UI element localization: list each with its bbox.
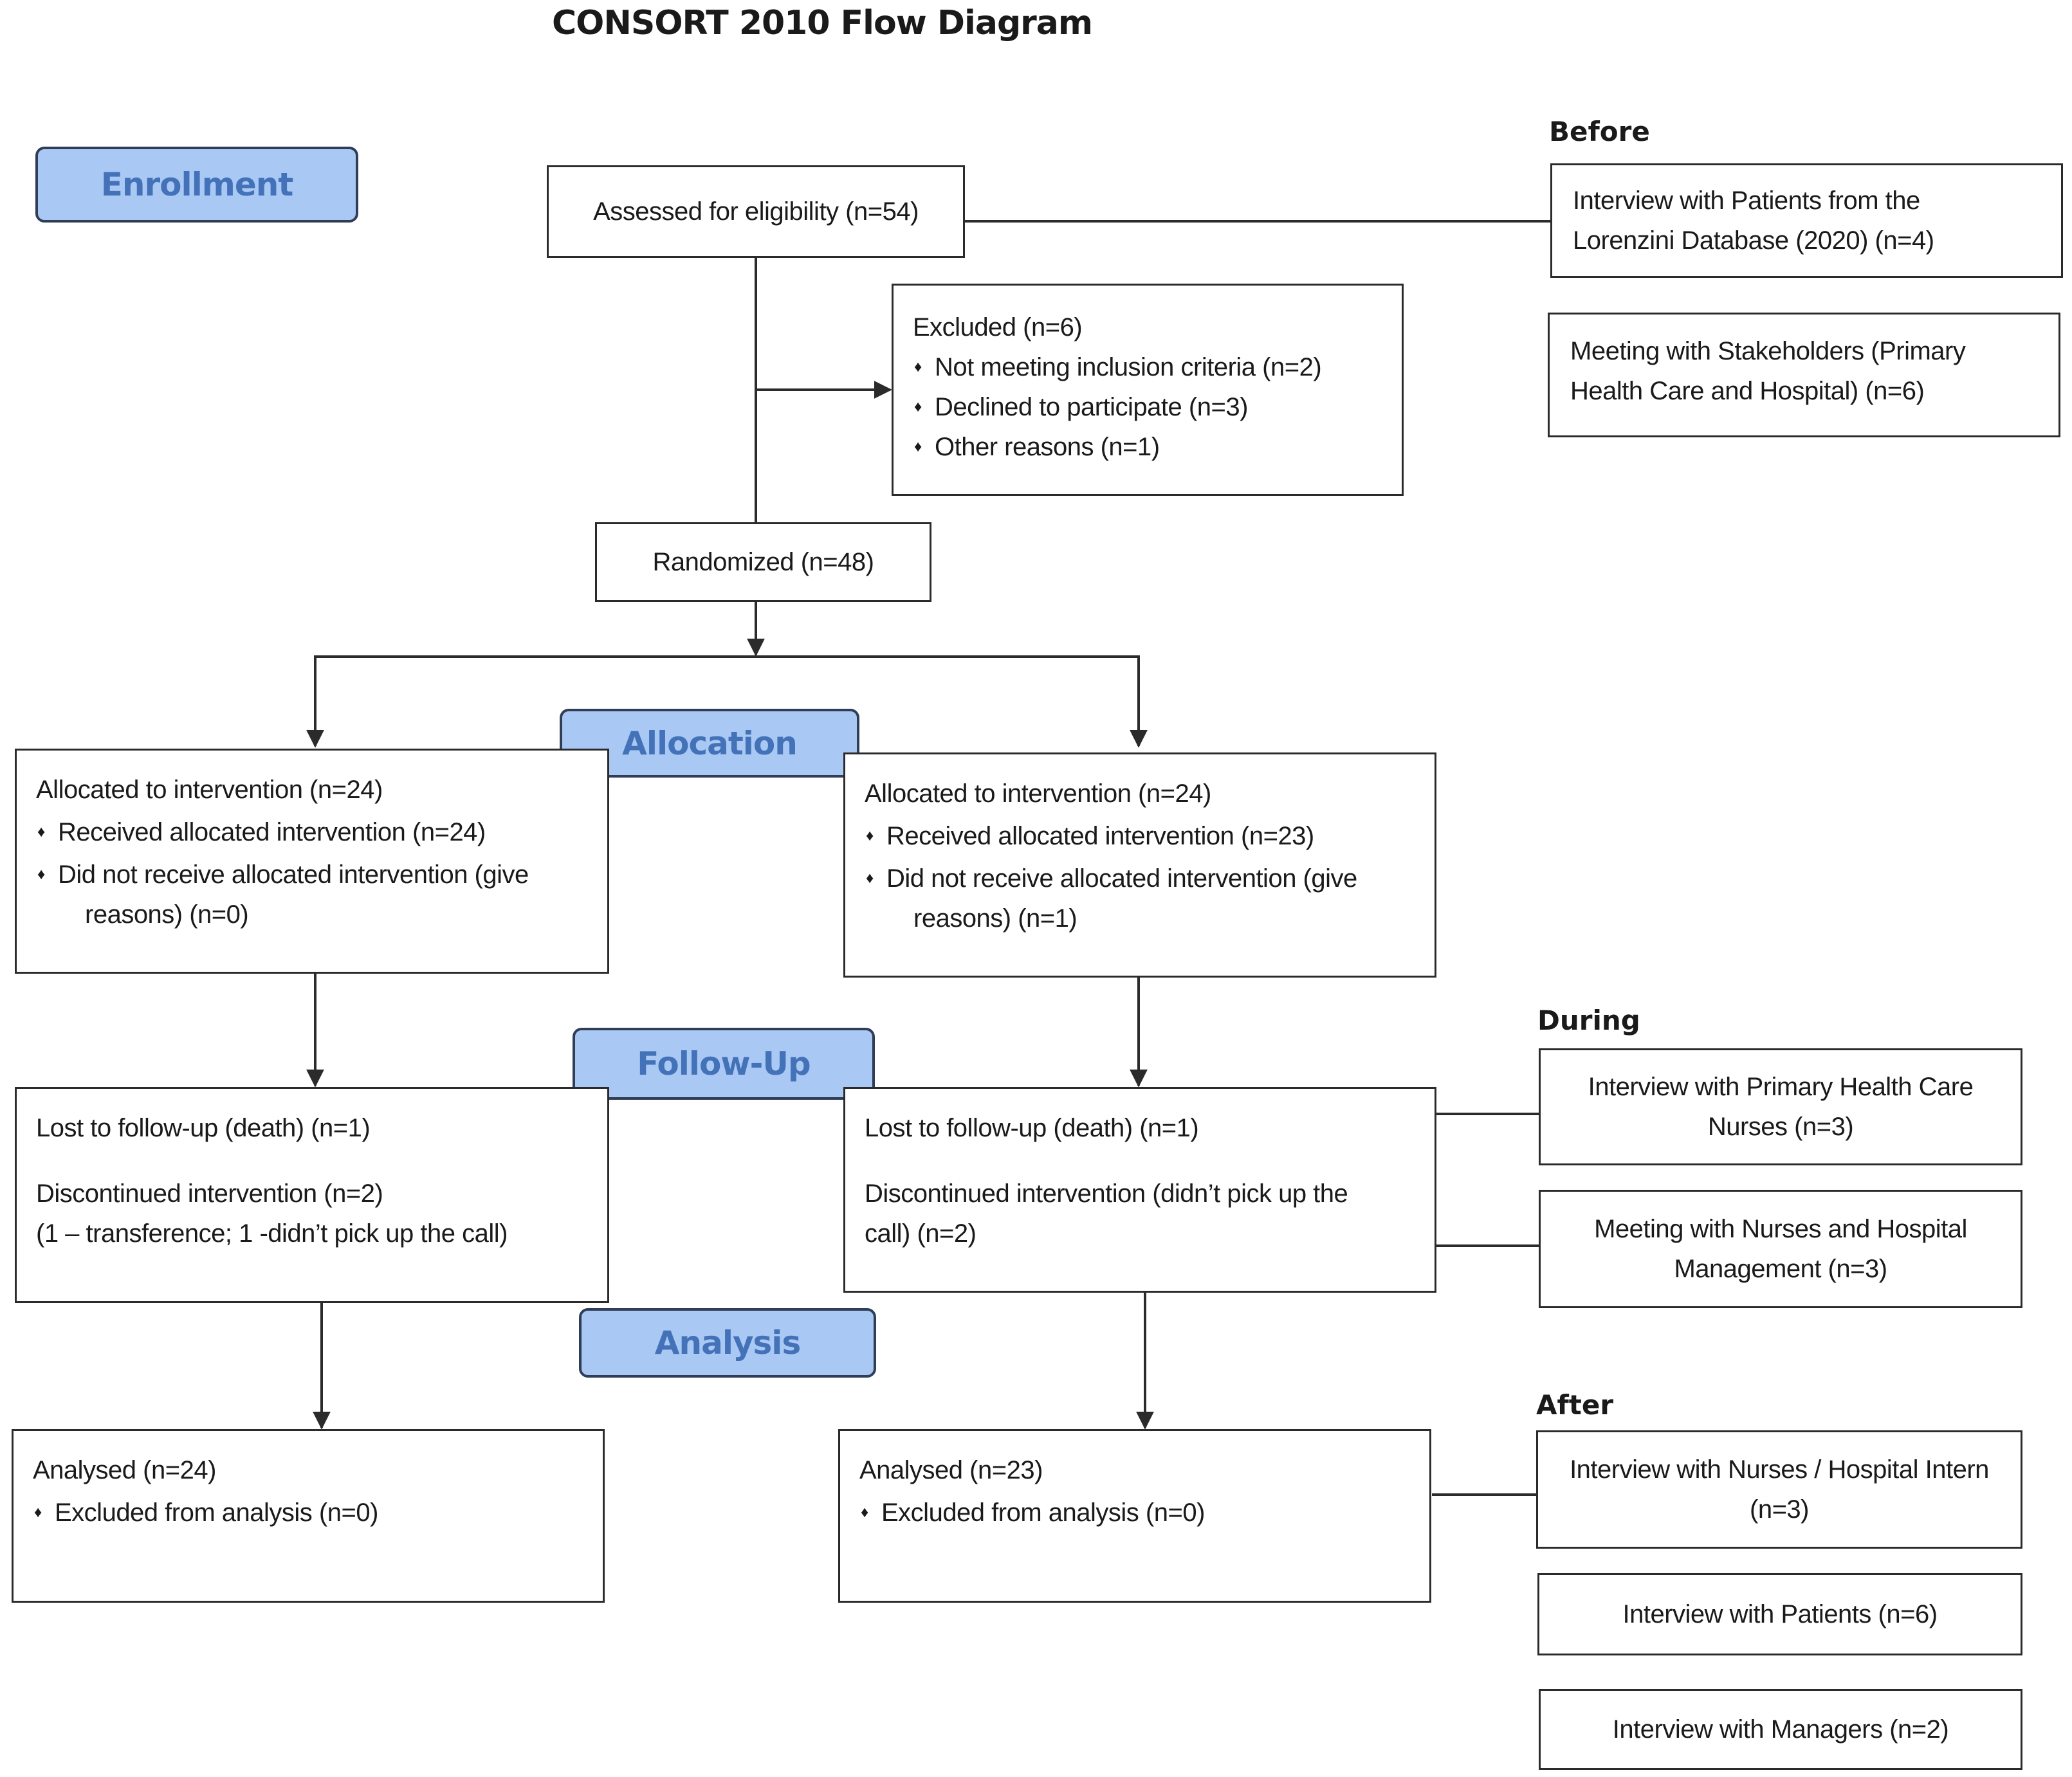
stage-allocation: Allocation [560,709,859,778]
allocation-right-box: Allocated to intervention (n=24) Receive… [843,752,1436,978]
excluded-heading: Excluded (n=6) [913,313,1083,342]
excluded-box: Excluded (n=6) Not meeting inclusion cri… [892,284,1404,496]
followup-right-lost: Lost to follow-up (death) (n=1) [865,1114,1199,1142]
after-box-2: Interview with Patients (n=6) [1537,1573,2022,1655]
followup-left-discontinued: Discontinued intervention (n=2) [36,1180,383,1208]
allocation-left-not-received: Did not receive allocated intervention (… [36,855,607,895]
excluded-item: Other reasons (n=1) [913,427,1402,467]
before-box-2-line-2: Health Care and Hospital) (n=6) [1570,377,1925,405]
followup-right-discontinued-detail: call) (n=2) [865,1219,976,1248]
allocation-left-box: Allocated to intervention (n=24) Receive… [15,749,609,974]
followup-left-discontinued-detail: (1 – transference; 1 -didn’t pick up the… [36,1219,508,1248]
followup-right-discontinued: Discontinued intervention (didn’t pick u… [865,1180,1348,1208]
during-box-2-line-2: Management (n=3) [1674,1255,1887,1283]
assessed-text: Assessed for eligibility (n=54) [593,197,919,226]
analysis-right-box: Analysed (n=23) Excluded from analysis (… [838,1429,1431,1603]
after-box-2-text: Interview with Patients (n=6) [1622,1600,1938,1628]
during-box-1-line-1: Interview with Primary Health Care [1588,1073,1974,1101]
excluded-item: Declined to participate (n=3) [913,387,1402,427]
phase-during-label: During [1537,1005,1640,1036]
phase-after-label: After [1536,1389,1614,1421]
allocation-left-not-received-cont: reasons) (n=0) [85,900,249,929]
allocation-right-heading: Allocated to intervention (n=24) [865,779,1211,808]
during-box-2-line-1: Meeting with Nurses and Hospital [1594,1215,1967,1243]
allocation-left-received: Received allocated intervention (n=24) [36,812,607,852]
randomized-box: Randomized (n=48) [595,522,931,602]
during-box-2: Meeting with Nurses and Hospital Managem… [1539,1190,2022,1308]
during-box-1-line-2: Nurses (n=3) [1707,1113,1854,1141]
analysis-right-heading: Analysed (n=23) [859,1456,1043,1484]
after-box-1-line-2: (n=3) [1750,1495,1810,1524]
after-box-3: Interview with Managers (n=2) [1539,1689,2022,1770]
before-box-2: Meeting with Stakeholders (Primary Healt… [1548,313,2060,437]
stage-enrollment: Enrollment [35,147,358,223]
randomized-text: Randomized (n=48) [652,548,874,576]
assessed-box: Assessed for eligibility (n=54) [547,165,965,258]
followup-left-lost: Lost to follow-up (death) (n=1) [36,1114,371,1142]
allocation-right-not-received: Did not receive allocated intervention (… [865,859,1435,898]
page-title: CONSORT 2010 Flow Diagram [552,4,1093,42]
before-box-1-line-1: Interview with Patients from the [1573,187,1920,215]
analysis-right-excluded: Excluded from analysis (n=0) [859,1493,1429,1533]
before-box-2-line-1: Meeting with Stakeholders (Primary [1570,337,1966,365]
analysis-left-excluded: Excluded from analysis (n=0) [33,1493,603,1533]
stage-analysis: Analysis [579,1308,876,1378]
after-box-3-text: Interview with Managers (n=2) [1612,1715,1949,1744]
stage-follow-up: Follow-Up [573,1028,875,1100]
during-box-1: Interview with Primary Health Care Nurse… [1539,1048,2022,1165]
analysis-left-heading: Analysed (n=24) [33,1456,216,1484]
phase-before-label: Before [1549,116,1650,147]
excluded-item: Not meeting inclusion criteria (n=2) [913,347,1402,387]
followup-left-box: Lost to follow-up (death) (n=1) Disconti… [15,1087,609,1303]
after-box-1: Interview with Nurses / Hospital Intern … [1536,1430,2022,1549]
followup-right-box: Lost to follow-up (death) (n=1) Disconti… [843,1087,1436,1293]
allocation-left-heading: Allocated to intervention (n=24) [36,776,383,804]
before-box-1: Interview with Patients from the Lorenzi… [1550,163,2063,278]
allocation-right-received: Received allocated intervention (n=23) [865,816,1435,856]
after-box-1-line-1: Interview with Nurses / Hospital Intern [1570,1455,1989,1484]
analysis-left-box: Analysed (n=24) Excluded from analysis (… [12,1429,605,1603]
before-box-1-line-2: Lorenzini Database (2020) (n=4) [1573,226,1934,255]
allocation-right-not-received-cont: reasons) (n=1) [913,904,1077,933]
